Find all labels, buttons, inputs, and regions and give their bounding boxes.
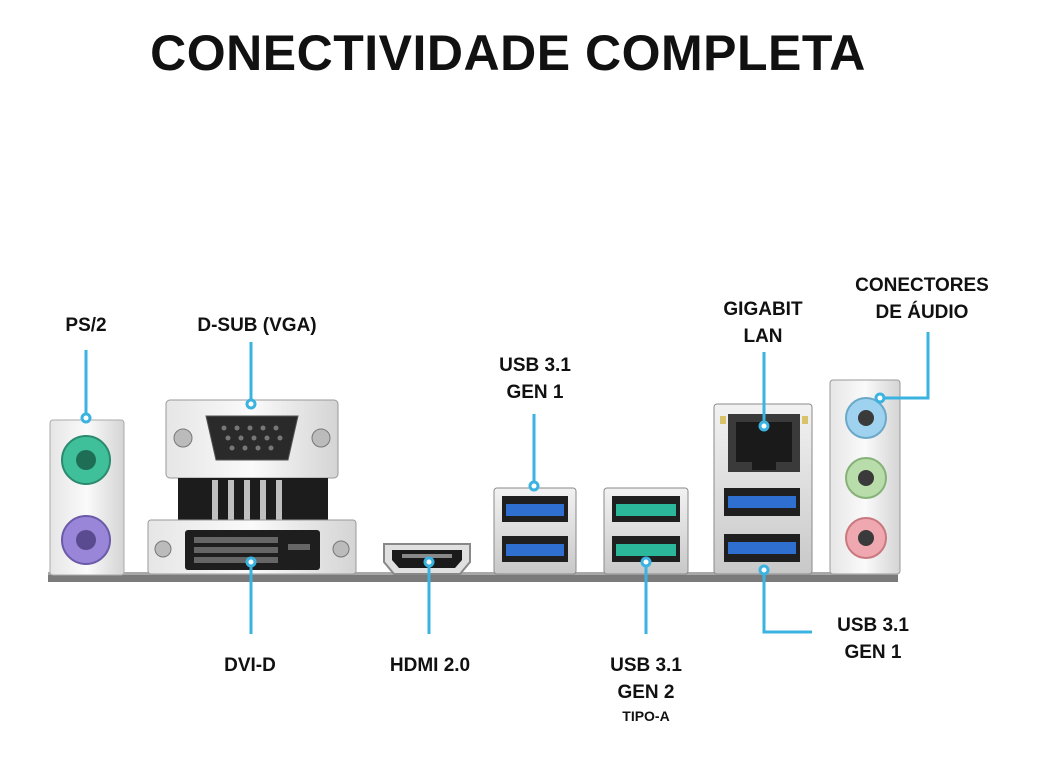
label-usb-gen1-right: USB 3.1 GEN 1 — [837, 615, 909, 663]
lan-usb-stack — [713, 403, 813, 575]
page-title: CONECTIVIDADE COMPLETA — [150, 25, 866, 81]
callout-usb-right — [762, 570, 812, 634]
ps2-port-group — [49, 419, 125, 576]
label-usb-gen2: USB 3.1 GEN 2 TIPO-A — [610, 655, 682, 724]
usb-gen2-stack — [603, 487, 689, 575]
label-dsub-vga: D-SUB (VGA) — [197, 315, 317, 336]
hdmi-port — [383, 543, 471, 575]
dvi-d-port — [147, 519, 357, 575]
label-audio-connectors: CONECTORES DE ÁUDIO — [855, 275, 989, 323]
usb-gen1-stack — [493, 487, 577, 575]
callout-lines — [84, 332, 930, 634]
label-dvi-d: DVI-D — [224, 655, 276, 676]
audio-jacks — [829, 379, 901, 575]
label-ps2: PS/2 — [65, 315, 107, 336]
io-shield-rail — [48, 574, 898, 582]
label-hdmi: HDMI 2.0 — [389, 655, 471, 676]
callout-dots — [80, 392, 886, 576]
label-gigabit-lan: GIGABIT LAN — [723, 299, 803, 347]
label-usb-gen1-top: USB 3.1 GEN 1 — [499, 355, 571, 403]
dsub-vga-port — [165, 399, 339, 522]
callout-audio — [882, 332, 930, 400]
